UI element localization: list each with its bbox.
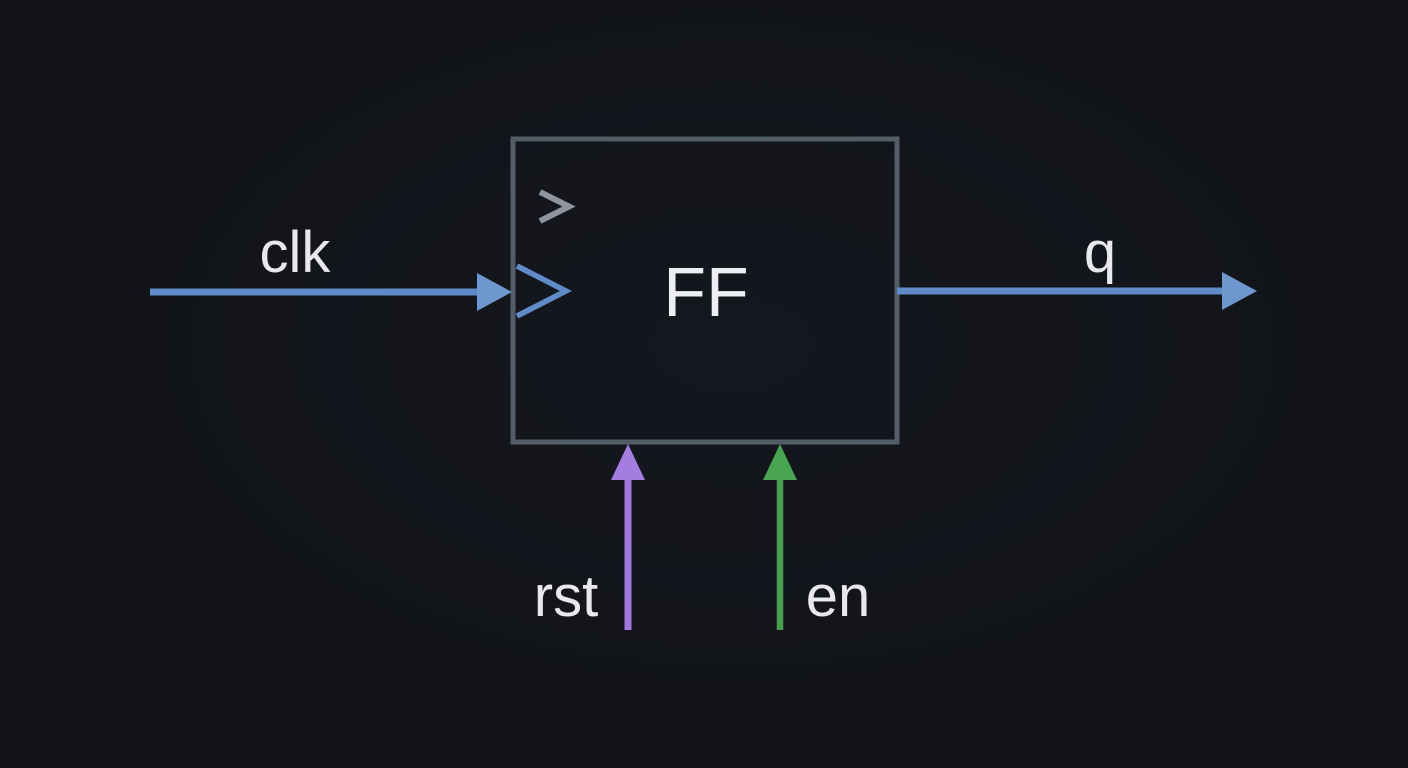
q-label: q — [1084, 220, 1116, 285]
clk-arrowhead-icon — [477, 273, 512, 311]
rst-label: rst — [534, 564, 598, 629]
en-label: en — [806, 564, 871, 629]
rst-arrowhead-icon — [611, 444, 645, 480]
en-arrowhead-icon — [763, 444, 797, 480]
q-arrowhead-icon — [1222, 272, 1257, 310]
ff-block-label: FF — [663, 253, 749, 331]
clk-port-triangle-icon — [515, 263, 573, 319]
clock-edge-icon — [538, 189, 576, 224]
clk-label: clk — [260, 220, 332, 285]
